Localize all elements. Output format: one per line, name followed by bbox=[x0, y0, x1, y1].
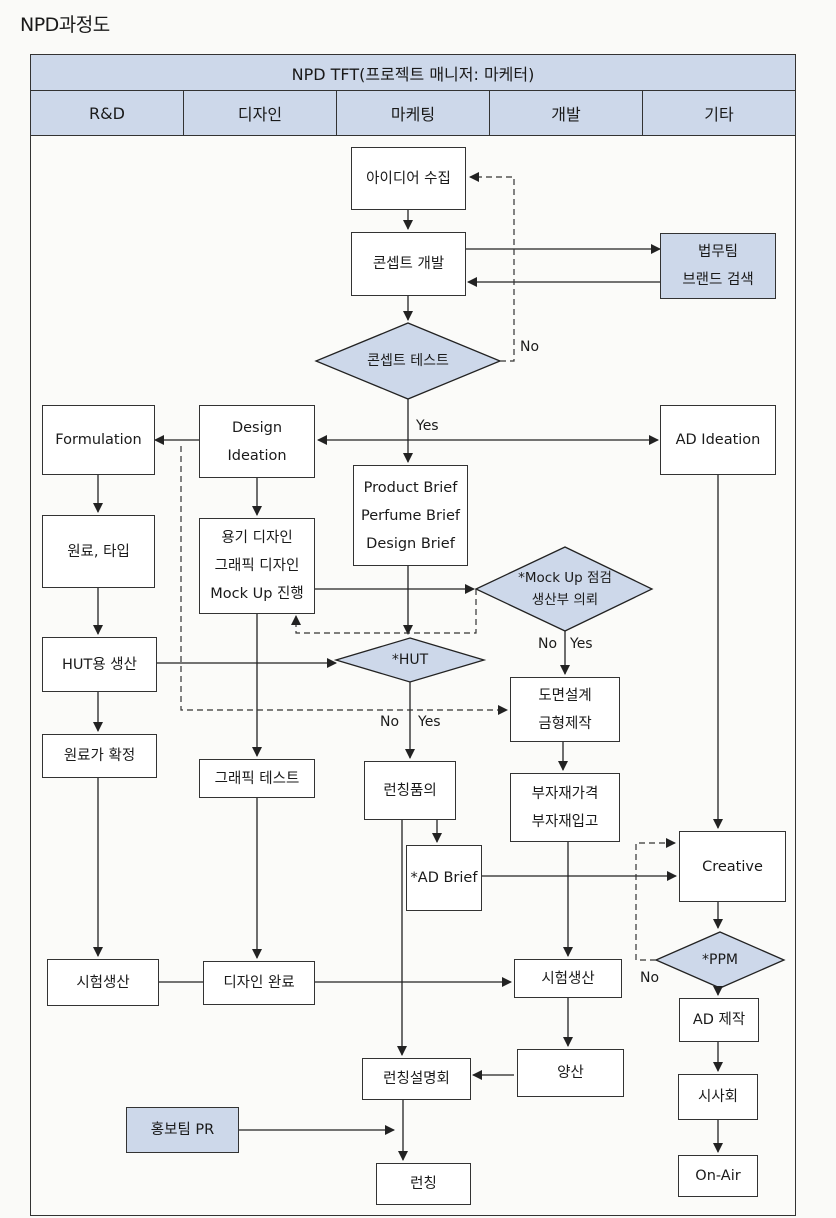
node-ad-ideation: AD Ideation bbox=[660, 405, 776, 475]
diamond-ppm-label: *PPM bbox=[702, 952, 738, 968]
node-hut-production: HUT용 생산 bbox=[42, 637, 157, 692]
label-ppm-no: No bbox=[640, 970, 660, 986]
node-ad-brief: *AD Brief bbox=[406, 845, 482, 911]
lane-other: 기타 bbox=[643, 91, 795, 135]
lane-marketing: 마케팅 bbox=[337, 91, 490, 135]
label-mockup-yes: Yes bbox=[570, 636, 593, 652]
tft-header: NPD TFT(프로젝트 매니저: 마케터) bbox=[30, 54, 796, 91]
node-graphic-test: 그래픽 테스트 bbox=[199, 759, 315, 798]
node-vessel-graphic-design: 용기 디자인 그래픽 디자인 Mock Up 진행 bbox=[199, 518, 315, 614]
node-launch-review: 런칭품의 bbox=[364, 761, 456, 820]
node-concept-development: 콘셉트 개발 bbox=[351, 232, 466, 296]
page-title: NPD과정도 bbox=[20, 14, 110, 36]
label-hut-no: No bbox=[380, 714, 400, 730]
node-sub-material: 부자재가격 부자재입고 bbox=[510, 773, 620, 842]
node-trial-production-rd: 시험생산 bbox=[47, 959, 159, 1006]
node-idea-collection: 아이디어 수집 bbox=[351, 147, 466, 210]
node-design-ideation: Design Ideation bbox=[199, 405, 315, 478]
label-concept-no: No bbox=[520, 339, 540, 355]
lane-design: 디자인 bbox=[184, 91, 337, 135]
lane-header-row: R&D 디자인 마케팅 개발 기타 bbox=[30, 90, 796, 136]
diamond-concept-test-label: 콘셉트 테스트 bbox=[367, 353, 449, 369]
node-legal-brand-search: 법무팀 브랜드 검색 bbox=[660, 233, 776, 299]
node-design-complete: 디자인 완료 bbox=[203, 961, 315, 1005]
node-cost-confirm: 원료가 확정 bbox=[42, 734, 157, 778]
diamond-hut-label: *HUT bbox=[391, 652, 429, 668]
label-concept-yes: Yes bbox=[416, 418, 439, 434]
diamond-mockup-check-label: *Mock Up 점검 생산부 의뢰 bbox=[518, 570, 612, 608]
node-drawing-mold: 도면설계 금형제작 bbox=[510, 677, 620, 742]
node-on-air: On-Air bbox=[678, 1155, 758, 1197]
node-formulation: Formulation bbox=[42, 405, 155, 475]
node-brief: Product Brief Perfume Brief Design Brief bbox=[353, 465, 468, 566]
node-mass-production: 양산 bbox=[517, 1049, 624, 1097]
node-ad-production: AD 제작 bbox=[679, 998, 759, 1042]
node-launch: 런칭 bbox=[376, 1163, 471, 1205]
lane-rd: R&D bbox=[31, 91, 184, 135]
node-pr-team: 홍보팀 PR bbox=[126, 1107, 239, 1153]
lane-development: 개발 bbox=[490, 91, 643, 135]
node-creative: Creative bbox=[679, 831, 786, 902]
label-hut-yes: Yes bbox=[418, 714, 441, 730]
node-trial-production-dev: 시험생산 bbox=[514, 959, 622, 998]
node-preview: 시사회 bbox=[678, 1074, 758, 1120]
label-mockup-no: No bbox=[538, 636, 558, 652]
node-launch-meeting: 런칭설명회 bbox=[362, 1058, 471, 1100]
node-raw-material-type: 원료, 타입 bbox=[42, 515, 155, 588]
